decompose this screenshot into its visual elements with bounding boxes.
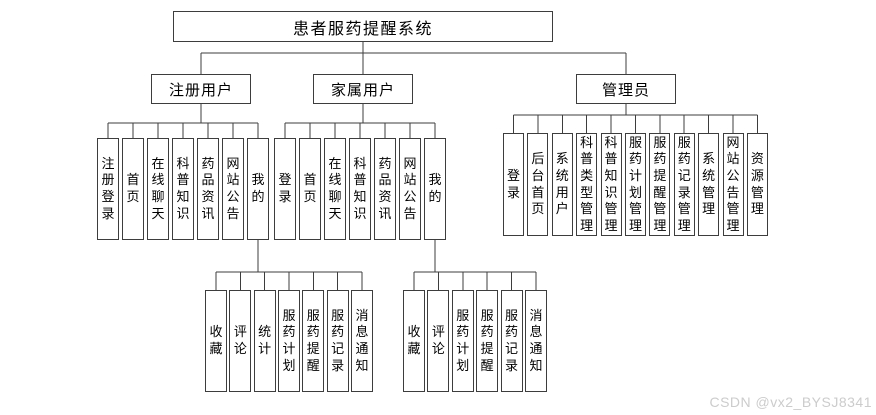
diagram-node: 网站公告 xyxy=(222,138,244,240)
diagram-node: 统计 xyxy=(253,290,276,392)
diagram-node: 服药计划管理 xyxy=(624,133,646,236)
node-label: 系统管理 xyxy=(702,151,716,217)
node-label: 登录 xyxy=(506,167,520,200)
node-label: 药品资讯 xyxy=(201,155,215,221)
node-label: 在线聊天 xyxy=(328,155,342,221)
node-label: 注册用户 xyxy=(168,82,233,99)
node-label: 网站公告管理 xyxy=(726,134,740,233)
watermark: CSDN @vx2_BYSJ8341 xyxy=(709,394,872,410)
node-label: 服药计划管理 xyxy=(628,134,642,233)
diagram-node: 系统管理 xyxy=(698,133,720,236)
node-label: 管理员 xyxy=(601,82,650,99)
diagram-node: 科普知识 xyxy=(349,138,371,240)
node-label: 网站公告 xyxy=(226,155,240,221)
node-registered-user: 注册用户 xyxy=(151,74,251,104)
node-label: 服药记录 xyxy=(331,307,345,373)
node-label: 科普知识 xyxy=(353,155,367,221)
diagram-node: 网站公告 xyxy=(399,138,421,240)
node-label: 消息通知 xyxy=(529,307,543,373)
node-label: 服药提醒 xyxy=(306,307,320,373)
node-label: 科普知识管理 xyxy=(604,134,618,233)
diagram-node: 登录 xyxy=(274,138,296,240)
diagram-node: 服药提醒 xyxy=(476,290,499,392)
diagram-node: 首页 xyxy=(299,138,321,240)
diagram-node: 登录 xyxy=(503,133,524,236)
family-user-children-group: 登录首页在线聊天科普知识药品资讯网站公告我的 xyxy=(274,138,446,240)
node-label: 我的 xyxy=(428,172,442,204)
admin-children-group: 登录后台首页系统用户科普类型管理科普知识管理服药计划管理服药提醒管理服药记录管理… xyxy=(503,133,768,236)
node-label: 统计 xyxy=(258,324,272,356)
diagram-node: 服药计划 xyxy=(277,290,300,392)
node-label: 消息通知 xyxy=(355,307,369,373)
registered-my-children-group: 收藏评论统计服药计划服药提醒服药记录消息通知 xyxy=(205,290,373,392)
diagram-node: 评论 xyxy=(427,290,450,392)
diagram-node: 服药提醒管理 xyxy=(649,133,671,236)
node-root-system: 患者服药提醒系统 xyxy=(173,11,553,42)
node-label: 注册登录 xyxy=(101,155,115,221)
diagram-node: 消息通知 xyxy=(524,290,547,392)
root-label: 患者服药提醒系统 xyxy=(292,20,433,38)
node-family-user: 家属用户 xyxy=(313,74,413,104)
diagram-node: 系统用户 xyxy=(551,133,573,236)
diagram-node: 网站公告管理 xyxy=(722,133,744,236)
diagram-node: 科普知识管理 xyxy=(600,133,622,236)
diagram-node: 消息通知 xyxy=(350,290,373,392)
diagram-node: 后台首页 xyxy=(527,133,549,236)
diagram-node: 服药记录管理 xyxy=(673,133,695,236)
node-label: 我的 xyxy=(251,172,265,204)
diagram-node: 服药记录 xyxy=(326,290,349,392)
diagram-node: 服药记录 xyxy=(500,290,523,392)
node-label: 登录 xyxy=(278,172,292,204)
node-label: 科普类型管理 xyxy=(580,134,594,233)
node-label: 首页 xyxy=(303,172,317,204)
diagram-node: 注册登录 xyxy=(97,138,119,240)
diagram-node: 首页 xyxy=(122,138,144,240)
diagram-node: 资源管理 xyxy=(746,133,768,236)
node-label: 服药记录 xyxy=(505,307,519,373)
node-label: 收藏 xyxy=(209,324,223,356)
diagram-node: 评论 xyxy=(229,290,252,392)
node-label: 服药记录管理 xyxy=(677,134,691,233)
diagram-node: 收藏 xyxy=(205,290,227,392)
node-label: 药品资讯 xyxy=(378,155,392,221)
diagram-node: 在线聊天 xyxy=(324,138,346,240)
node-label: 系统用户 xyxy=(555,151,569,217)
diagram-node: 科普类型管理 xyxy=(576,133,598,236)
diagram-node: 服药提醒 xyxy=(302,290,325,392)
diagram-node: 我的 xyxy=(424,138,446,240)
diagram-node: 药品资讯 xyxy=(374,138,396,240)
diagram-node: 我的 xyxy=(247,138,269,240)
diagram-node: 服药计划 xyxy=(451,290,474,392)
node-label: 在线聊天 xyxy=(151,155,165,221)
node-label: 服药计划 xyxy=(456,307,470,373)
node-label: 服药提醒管理 xyxy=(653,134,667,233)
diagram-node: 科普知识 xyxy=(172,138,194,240)
diagram-node: 药品资讯 xyxy=(197,138,219,240)
node-label: 服药提醒 xyxy=(480,307,494,373)
family-my-children-group: 收藏评论服药计划服药提醒服药记录消息通知 xyxy=(403,290,547,392)
node-label: 评论 xyxy=(233,324,247,356)
node-label: 服药计划 xyxy=(282,307,296,373)
node-label: 科普知识 xyxy=(176,155,190,221)
node-label: 收藏 xyxy=(407,324,421,356)
node-label: 首页 xyxy=(126,172,140,204)
node-admin: 管理员 xyxy=(576,74,676,104)
node-label: 网站公告 xyxy=(403,155,417,221)
node-label: 资源管理 xyxy=(750,151,764,217)
registered-user-children-group: 注册登录首页在线聊天科普知识药品资讯网站公告我的 xyxy=(97,138,269,240)
node-label: 家属用户 xyxy=(330,82,395,99)
diagram-node: 在线聊天 xyxy=(147,138,169,240)
node-label: 评论 xyxy=(431,324,445,356)
node-label: 后台首页 xyxy=(531,151,545,217)
diagram-node: 收藏 xyxy=(403,290,425,392)
